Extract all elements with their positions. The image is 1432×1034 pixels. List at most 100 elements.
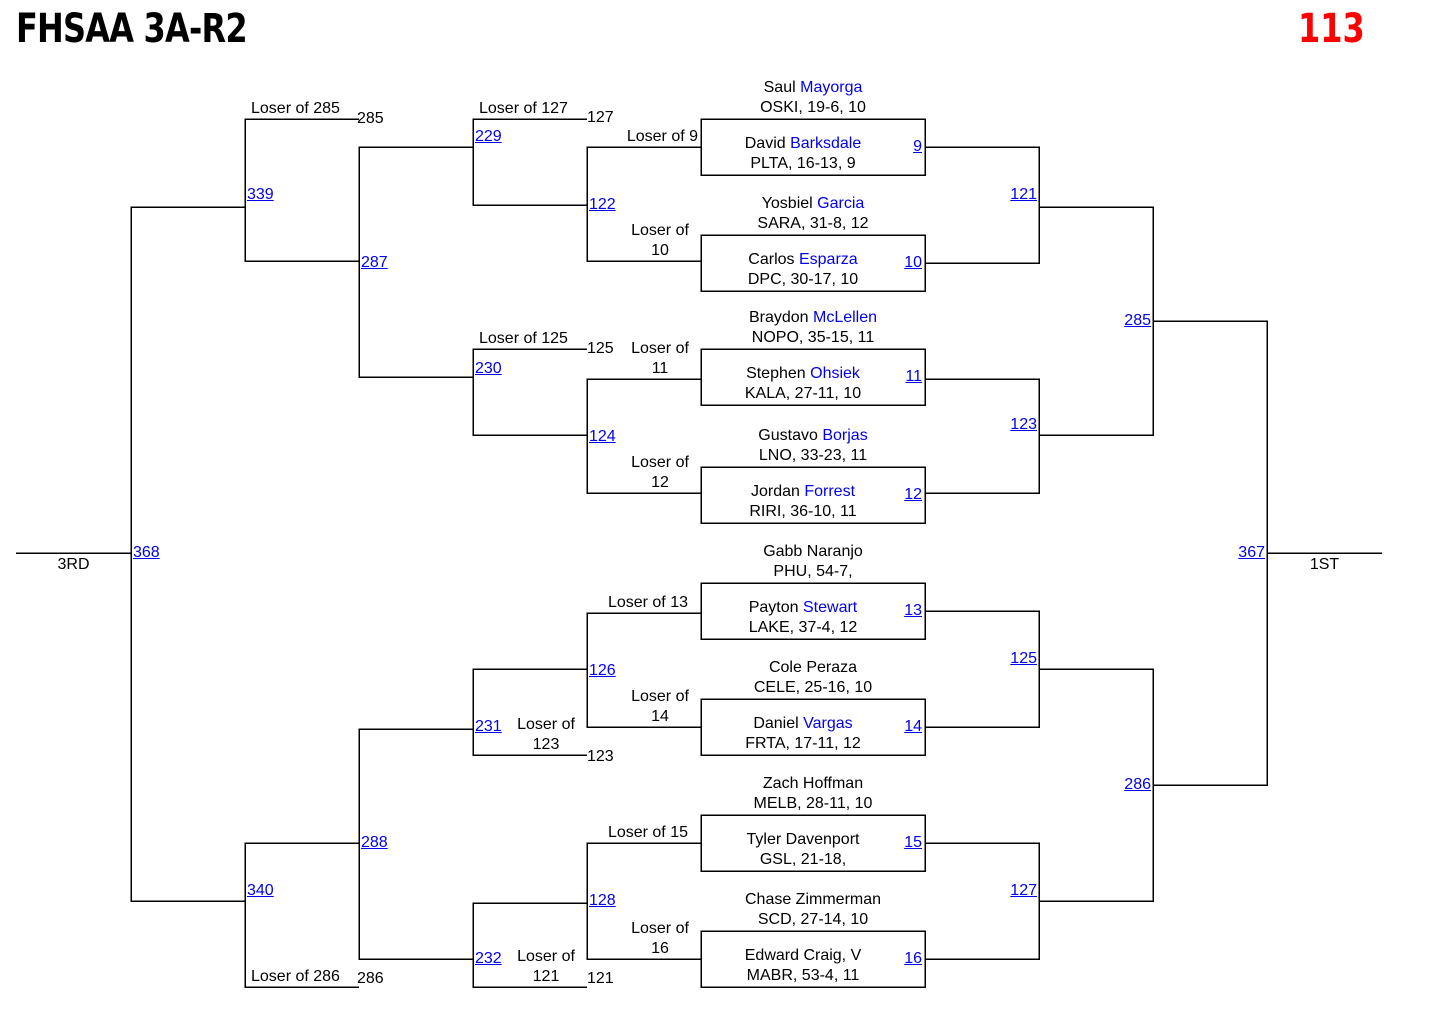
wrestler-name: Yosbiel Garcia xyxy=(761,195,865,212)
loser-of-bout: 121 xyxy=(532,968,560,985)
wrestler-name: Cole Peraza xyxy=(768,659,858,676)
bout-link-339[interactable]: 339 xyxy=(247,186,274,203)
bout-link-11[interactable]: 11 xyxy=(905,368,922,385)
bout-link-286[interactable]: 286 xyxy=(1124,776,1151,793)
third-place-label: 3RD xyxy=(57,556,90,573)
bracket-line-128 xyxy=(586,842,701,960)
loser-of-label: Loser of 15 xyxy=(607,824,688,841)
bout-link-127[interactable]: 127 xyxy=(1010,882,1037,899)
weight-class: 113 xyxy=(1298,6,1365,52)
bracket-line-127 xyxy=(925,842,1040,960)
wrestler-name: Jordan Forrest xyxy=(750,483,856,500)
wrestler-name: David Barksdale xyxy=(744,135,862,152)
bracket-line-229 xyxy=(472,118,587,206)
loser-of-label: Loser of xyxy=(631,454,689,471)
loser-of-bout: 123 xyxy=(587,748,614,765)
loser-of-label: Loser of xyxy=(631,340,689,357)
bout-link-231[interactable]: 231 xyxy=(475,718,502,735)
loser-of-label: Loser of xyxy=(631,688,689,705)
wrestler-name: Chase Zimmerman xyxy=(744,891,882,908)
bout-link-126[interactable]: 126 xyxy=(589,662,616,679)
bout-link-288[interactable]: 288 xyxy=(361,834,388,851)
tournament-title: FHSAA 3A-R2 xyxy=(16,6,248,52)
wrestler-name: Payton Stewart xyxy=(748,599,858,616)
bracket-line-287 xyxy=(358,146,473,378)
first-place-label: 1ST xyxy=(1309,556,1340,573)
loser-of-label: Loser of 13 xyxy=(607,594,688,611)
loser-of-bout: 14 xyxy=(651,708,669,725)
bracket-line-121 xyxy=(925,146,1040,264)
wrestler-info: SCD, 27-14, 10 xyxy=(757,911,869,928)
wrestler-name: Daniel Vargas xyxy=(753,715,853,732)
wrestler-info: LAKE, 37-4, 12 xyxy=(748,619,858,636)
bout-link-124[interactable]: 124 xyxy=(589,428,616,445)
bout-link-10[interactable]: 10 xyxy=(904,254,922,271)
loser-of-bout: 16 xyxy=(651,940,669,957)
wrestler-info: PLTA, 16-13, 9 xyxy=(750,155,856,172)
bracket-line-288 xyxy=(358,728,473,960)
loser-of-bout: 286 xyxy=(357,970,384,987)
bracket-line-231 xyxy=(472,668,587,756)
bout-link-368[interactable]: 368 xyxy=(133,544,160,561)
loser-of-bout: 285 xyxy=(357,110,384,127)
loser-of-bout: 127 xyxy=(587,109,614,126)
loser-of-bout: 125 xyxy=(587,340,614,357)
loser-of-bout: 12 xyxy=(651,474,669,491)
bout-link-123[interactable]: 123 xyxy=(1010,416,1037,433)
bout-link-14[interactable]: 14 xyxy=(904,718,922,735)
loser-of-label: Loser of xyxy=(517,948,575,965)
bout-link-232[interactable]: 232 xyxy=(475,950,502,967)
loser-of-bout: 10 xyxy=(651,242,669,259)
bout-link-285[interactable]: 285 xyxy=(1124,312,1151,329)
wrestler-info: FRTA, 17-11, 12 xyxy=(745,735,861,752)
bracket-line-232 xyxy=(472,902,587,988)
bout-link-340[interactable]: 340 xyxy=(247,882,274,899)
bout-link-230[interactable]: 230 xyxy=(475,360,502,377)
bout-link-229[interactable]: 229 xyxy=(475,128,502,145)
bout-box-12 xyxy=(700,466,926,524)
wrestler-info: LNO, 33-23, 11 xyxy=(758,447,868,464)
bracket-line-122 xyxy=(586,146,701,262)
loser-of-label: Loser of xyxy=(631,920,689,937)
loser-of-label: Loser of xyxy=(517,716,575,733)
loser-of-label: Loser of 286 xyxy=(251,968,340,985)
wrestler-name: Saul Mayorga xyxy=(763,79,863,96)
bout-link-121[interactable]: 121 xyxy=(1010,186,1037,203)
wrestler-info: CELE, 25-16, 10 xyxy=(753,679,873,696)
bracket-line-123 xyxy=(925,378,1040,494)
bout-link-122[interactable]: 122 xyxy=(589,196,616,213)
loser-of-bout: 121 xyxy=(587,970,614,987)
wrestler-info: NOPO, 35-15, 11 xyxy=(751,329,875,346)
bout-box-11 xyxy=(700,348,926,406)
bout-link-16[interactable]: 16 xyxy=(904,950,922,967)
wrestler-name: Carlos Esparza xyxy=(748,251,858,268)
wrestler-info: MELB, 28-11, 10 xyxy=(753,795,873,812)
bracket-line-230 xyxy=(472,348,587,436)
wrestler-name: Tyler Davenport xyxy=(746,831,860,848)
wrestler-name: Zach Hoffman xyxy=(762,775,864,792)
bout-link-15[interactable]: 15 xyxy=(904,834,922,851)
wrestler-name: Edward Craig, V xyxy=(744,947,862,964)
bracket-line-339 xyxy=(244,118,359,262)
loser-of-label: Loser of xyxy=(631,222,689,239)
bout-link-9[interactable]: 9 xyxy=(913,138,922,155)
loser-of-label: Loser of 125 xyxy=(479,330,568,347)
wrestler-name: Stephen Ohsiek xyxy=(746,365,860,382)
wrestler-name: Gabb Naranjo xyxy=(763,543,863,560)
bracket-line-340 xyxy=(244,842,359,988)
loser-of-bout: 123 xyxy=(532,736,560,753)
loser-of-label: Loser of 285 xyxy=(251,100,340,117)
bout-link-367[interactable]: 367 xyxy=(1238,544,1265,561)
bout-link-12[interactable]: 12 xyxy=(904,486,922,503)
wrestler-info: DPC, 30-17, 10 xyxy=(747,271,859,288)
wrestler-name: Gustavo Borjas xyxy=(758,427,868,444)
bout-link-13[interactable]: 13 xyxy=(904,602,922,619)
bout-link-287[interactable]: 287 xyxy=(361,254,388,271)
bracket-line-125 xyxy=(925,610,1040,728)
loser-of-label: Loser of 127 xyxy=(479,100,568,117)
wrestler-info: RIRI, 36-10, 11 xyxy=(749,503,857,520)
bout-link-128[interactable]: 128 xyxy=(589,892,616,909)
bout-link-125[interactable]: 125 xyxy=(1010,650,1037,667)
